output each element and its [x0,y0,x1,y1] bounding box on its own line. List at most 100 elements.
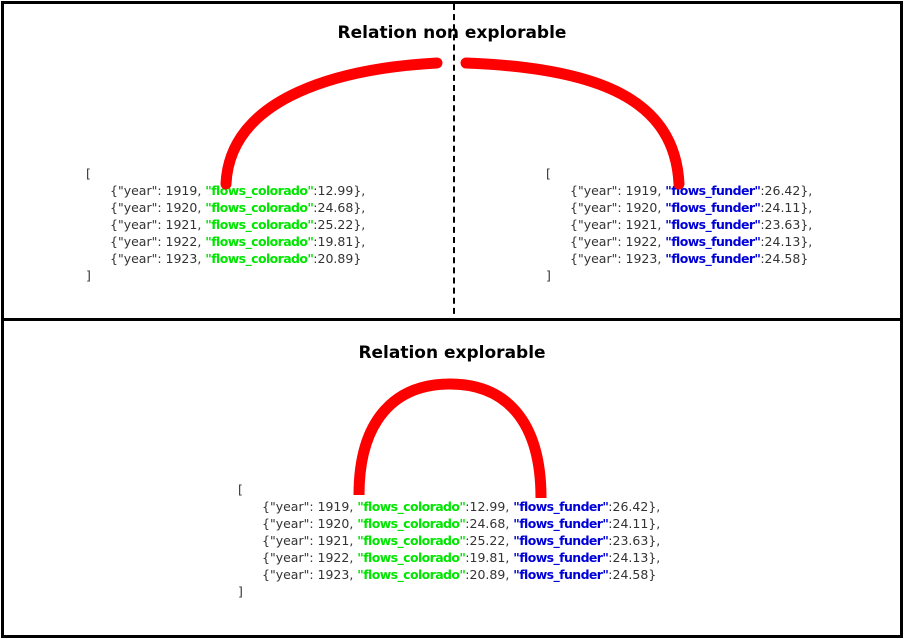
key-flows-funder: "flows_funder" [665,200,761,215]
json-colorado-block: [ {"year": 1919, "flows_colorado":12.99}… [86,165,365,284]
row-separator: , [361,217,366,232]
key-text: flows_funder [671,183,755,198]
flow-value: 25.22 [317,217,354,232]
json-row: {"year": 1920, "flows_colorado":24.68}, [110,200,366,215]
json-row: {"year": 1919, "flows_colorado":12.99}, [110,183,366,198]
flow-value: 20.89 [469,567,506,582]
flow-value: 19.81 [469,550,506,565]
flow-value: 26.42 [764,183,801,198]
row-separator: , [656,499,661,514]
key-text: flows_colorado [363,499,460,514]
flow-value: 24.11 [764,200,801,215]
flow-value: 12.99 [469,499,506,514]
flow-value: 19.81 [317,234,354,249]
broken-relation-arc-left [220,57,443,190]
funder-rows: {"year": 1919, "flows_funder":26.42}, {"y… [546,182,812,267]
broken-relation-arc-right [460,57,685,190]
key-flows-colorado: "flows_colorado" [205,234,314,249]
key-flows-colorado: "flows_colorado" [357,567,466,582]
relation-arc [353,378,547,499]
row-separator: , [656,550,661,565]
flow-value: 24.13 [612,550,649,565]
year-value: 1921 [165,217,198,232]
year-value: 1922 [165,234,198,249]
json-row: {"year": 1922, "flows_funder":24.13}, [570,234,813,249]
flow-value: 24.68 [317,200,354,215]
merged-rows: {"year": 1919, "flows_colorado":12.99, "… [238,498,660,583]
flow-value: 24.58 [612,567,649,582]
json-row: {"year": 1922, "flows_colorado":19.81, "… [262,550,661,565]
key-text: flows_funder [671,200,755,215]
key-flows-funder: "flows_funder" [513,533,609,548]
json-funder-block: [ {"year": 1919, "flows_funder":26.42},{… [546,165,812,284]
json-row: {"year": 1922, "flows_colorado":19.81}, [110,234,366,249]
flow-value: 23.63 [612,533,649,548]
year-value: 1923 [165,251,198,266]
open-bracket: [ [546,166,551,181]
key-flows-colorado: "flows_colorado" [357,550,466,565]
year-value: 1922 [625,234,658,249]
open-bracket: [ [238,482,243,497]
non-explorable-title: Relation non explorable [337,23,567,43]
json-row: {"year": 1919, "flows_funder":26.42}, [570,183,813,198]
key-text: flows_colorado [211,183,308,198]
key-text: flows_colorado [211,200,308,215]
key-flows-funder: "flows_funder" [513,550,609,565]
open-bracket: [ [86,166,91,181]
close-bracket: ] [546,268,551,283]
key-flows-funder: "flows_funder" [513,516,609,531]
year-value: 1919 [625,183,658,198]
explorable-panel: Relation explorable [ {"year": 1919, "fl… [1,318,903,638]
json-row: {"year": 1919, "flows_colorado":12.99, "… [262,499,661,514]
key-flows-funder: "flows_funder" [665,217,761,232]
year-value: 1921 [625,217,658,232]
key-flows-funder: "flows_funder" [665,234,761,249]
year-value: 1919 [165,183,198,198]
year-value: 1919 [317,499,350,514]
row-separator: , [361,183,366,198]
close-bracket: ] [86,268,91,283]
key-flows-funder: "flows_funder" [513,499,609,514]
year-value: 1920 [625,200,658,215]
row-separator: , [808,234,813,249]
year-value: 1921 [317,533,350,548]
flow-value: 26.42 [612,499,649,514]
json-row: {"year": 1923, "flows_colorado":20.89} [110,251,362,266]
key-text: flows_funder [519,499,603,514]
key-text: flows_funder [671,251,755,266]
key-flows-colorado: "flows_colorado" [205,183,314,198]
year-value: 1923 [317,567,350,582]
json-row: {"year": 1920, "flows_funder":24.11}, [570,200,813,215]
key-text: flows_funder [671,217,755,232]
flow-value: 24.68 [469,516,506,531]
json-row: {"year": 1923, "flows_colorado":20.89, "… [262,567,657,582]
key-flows-funder: "flows_funder" [513,567,609,582]
row-separator: , [361,234,366,249]
key-text: flows_colorado [363,533,460,548]
key-flows-colorado: "flows_colorado" [205,200,314,215]
row-separator: , [808,183,813,198]
key-flows-funder: "flows_funder" [665,251,761,266]
key-text: flows_colorado [363,567,460,582]
flow-value: 24.13 [764,234,801,249]
key-flows-colorado: "flows_colorado" [205,217,314,232]
flow-value: 23.63 [764,217,801,232]
key-text: flows_funder [519,550,603,565]
flow-value: 25.22 [469,533,506,548]
non-explorable-panel: Relation non explorable [ {"year": 1919,… [1,1,903,324]
row-separator: , [656,516,661,531]
row-separator: , [808,200,813,215]
json-row: {"year": 1921, "flows_colorado":25.22, "… [262,533,661,548]
key-text: flows_colorado [211,234,308,249]
year-value: 1920 [165,200,198,215]
json-row: {"year": 1921, "flows_colorado":25.22}, [110,217,366,232]
flow-value: 20.89 [317,251,354,266]
flow-value: 24.58 [764,251,801,266]
key-text: flows_colorado [363,550,460,565]
explorable-title: Relation explorable [358,343,546,363]
dashed-divider [453,4,455,324]
close-bracket: ] [238,584,243,599]
key-flows-colorado: "flows_colorado" [357,499,466,514]
